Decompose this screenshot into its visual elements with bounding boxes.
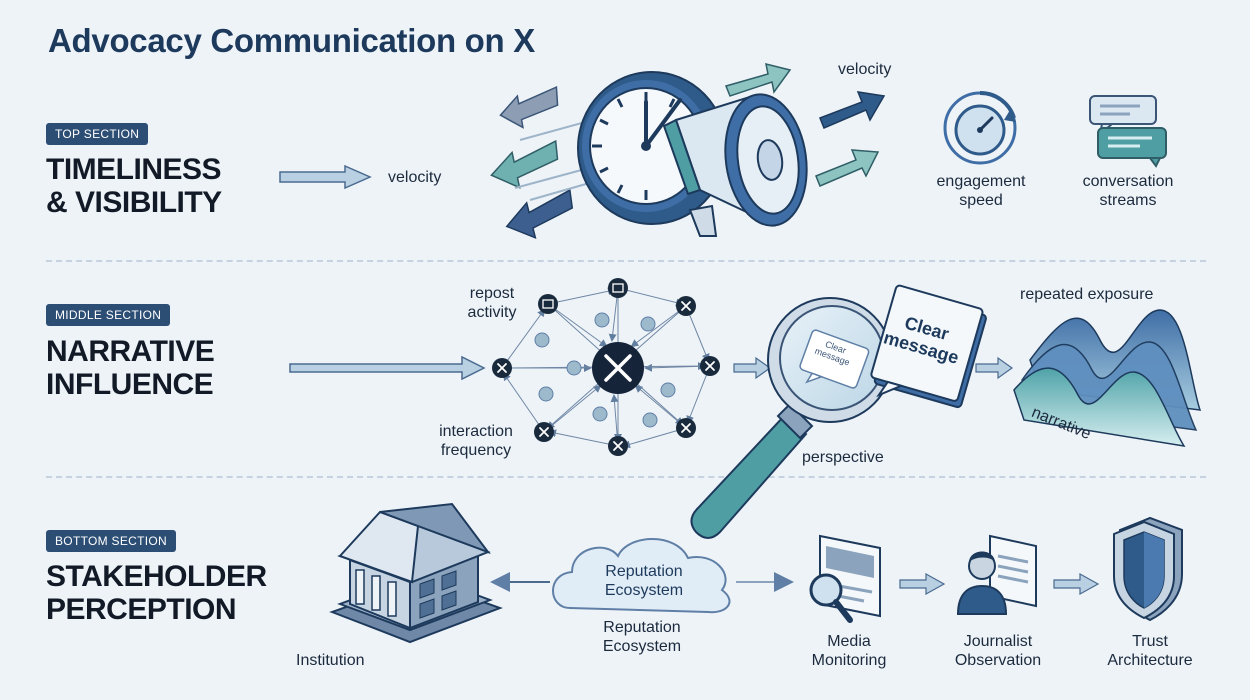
institution-building-icon (329, 502, 503, 644)
conversation-streams-label: conversation streams (1068, 172, 1188, 210)
magnifying-glass-icon (690, 297, 893, 539)
repost-line1: repost (469, 285, 515, 302)
under-cloud-line1: Reputation (603, 619, 681, 636)
section-divider-bottom (46, 476, 1206, 478)
network-to-lens-arrow (733, 356, 772, 380)
perspective-label: perspective (802, 449, 884, 466)
conversation-line1: conversation (1082, 173, 1174, 190)
reputation-ecosystem-label: Reputation Ecosystem (580, 618, 704, 656)
reputation-ecosystem-cloud (552, 538, 731, 614)
engagement-line1: engagement (936, 173, 1026, 190)
middle-heading-line1: NARRATIVE (46, 335, 215, 368)
top-heading-line2: & VISIBILITY (46, 186, 222, 219)
top-section-heading: TIMELINESS & VISIBILITY (46, 153, 222, 219)
conversation-line2: streams (1099, 192, 1157, 209)
under-cloud-line2: Ecosystem (602, 638, 682, 655)
page-title: Advocacy Communication on X (48, 22, 535, 59)
x-logo-icon (604, 354, 632, 382)
middle-heading-line2: INFLUENCE (46, 368, 214, 401)
journalist-line2: Observation (954, 652, 1042, 669)
top-heading-line1: TIMELINESS (46, 153, 222, 186)
megaphone-icon (662, 93, 808, 237)
middle-section-heading: NARRATIVE INFLUENCE (46, 335, 215, 401)
conversation-streams-icon (1089, 95, 1167, 168)
repeated-exposure-label: repeated exposure (1020, 286, 1154, 303)
engagement-line2: speed (959, 192, 1003, 209)
media-line2: Monitoring (811, 652, 887, 669)
trust-line1: Trust (1132, 633, 1168, 650)
bottom-heading-line2: PERCEPTION (46, 593, 237, 626)
interaction-line2: frequency (440, 442, 512, 459)
shield-icon (1113, 516, 1183, 622)
journalist-line1: Journalist (963, 633, 1033, 650)
repost-line2: activity (467, 304, 517, 321)
media-line1: Media (827, 633, 871, 650)
velocity-outgoing-arrows (724, 62, 886, 187)
media-to-journalist-arrow (899, 572, 946, 596)
velocity-label-left: velocity (388, 169, 442, 186)
journalist-icon (956, 534, 1037, 615)
institution-label: Institution (296, 652, 365, 669)
repeated-exposure-waves (1013, 309, 1202, 448)
journalist-to-trust-arrow (1053, 572, 1100, 596)
section-divider-top (46, 260, 1206, 262)
trust-line2: Architecture (1107, 652, 1193, 669)
interaction-line1: interaction (439, 423, 513, 440)
middle-section-badge: MIDDLE SECTION (46, 304, 171, 326)
cloud-line2: Ecosystem (604, 582, 684, 599)
velocity-incoming-arrows (490, 85, 601, 240)
bottom-heading-line1: STAKEHOLDER (46, 560, 267, 593)
lens-to-waves-arrow (975, 356, 1014, 380)
bottom-section-heading: STAKEHOLDER PERCEPTION (46, 560, 267, 626)
interaction-frequency-label: interaction frequency (426, 422, 526, 460)
cloud-label: Reputation Ecosystem (582, 562, 706, 600)
journalist-observation-label: Journalist Observation (942, 632, 1054, 670)
middle-input-arrow (289, 355, 486, 381)
top-section-badge: TOP SECTION (46, 123, 149, 145)
network-graph (492, 278, 720, 456)
velocity-label-right: velocity (838, 61, 892, 78)
bottom-section-badge: BOTTOM SECTION (46, 530, 176, 552)
clear-message-card (870, 284, 987, 409)
media-monitoring-label: Media Monitoring (796, 632, 902, 670)
clock-icon (577, 71, 727, 225)
media-monitoring-icon (809, 534, 881, 623)
trust-architecture-label: Trust Architecture (1094, 632, 1206, 670)
engagement-speed-label: engagement speed (926, 172, 1036, 210)
engagement-speed-icon (943, 90, 1017, 165)
cloud-line1: Reputation (605, 563, 683, 580)
top-input-arrow (279, 164, 372, 190)
repost-activity-label: repost activity (452, 284, 532, 322)
